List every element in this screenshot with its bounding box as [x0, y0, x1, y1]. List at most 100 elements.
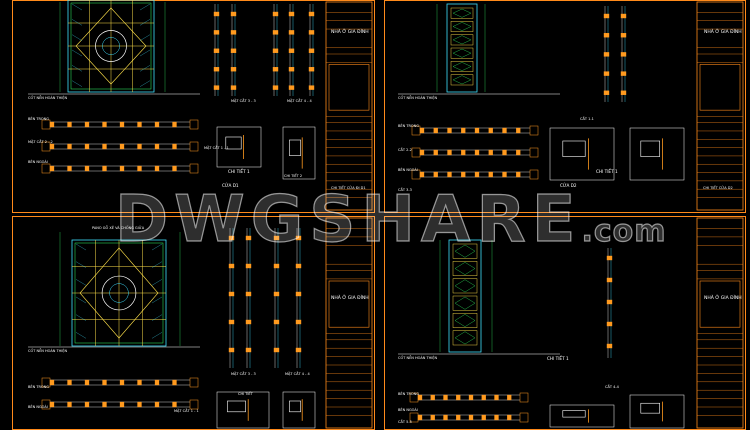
strip-block — [172, 401, 177, 408]
strip-jamb — [41, 377, 51, 388]
label-chi-tiet-2: CHI TIẾT 2 — [284, 174, 303, 178]
title-block — [325, 217, 373, 429]
strip-block — [502, 149, 507, 156]
section-block — [295, 347, 302, 353]
detail-profile — [640, 140, 660, 157]
section-block — [228, 347, 235, 353]
strip-block — [461, 127, 466, 134]
strip-block — [137, 165, 142, 172]
door-panel — [452, 278, 478, 294]
section-block — [228, 319, 235, 325]
strip-block — [447, 127, 452, 134]
strip-block — [154, 401, 160, 408]
hatch — [151, 314, 163, 321]
titleblock-owner: NHÀ Ở GIA ĐÌNH — [331, 296, 369, 301]
detail-profile — [640, 402, 660, 414]
strip-block — [481, 414, 486, 421]
strip-jamb — [189, 163, 199, 174]
strip-block — [137, 379, 142, 386]
detail-box — [282, 391, 316, 429]
strip-jamb — [409, 392, 419, 403]
door-ring — [95, 30, 127, 62]
label-chi-tiet: CHI TIẾT 1 — [547, 356, 569, 361]
section-block — [295, 291, 302, 297]
strip-jamb — [529, 125, 539, 136]
hatch — [75, 296, 87, 304]
section-block — [230, 66, 237, 72]
section-block — [245, 235, 252, 241]
label-chi-tiet: CHI TIẾT 1 — [596, 169, 618, 174]
sheet-frame-top-left — [12, 0, 375, 213]
strip-block — [516, 171, 521, 178]
title-block-panel — [328, 280, 370, 328]
panel-diamond — [454, 279, 476, 293]
hatch — [75, 279, 87, 286]
label-section-a: MẶT CẮT 3 - 3 — [231, 372, 256, 376]
hatch — [75, 243, 87, 251]
section-block — [295, 319, 302, 325]
section-block — [606, 277, 613, 283]
door-elevation-bottom-right — [448, 239, 482, 353]
door-panel — [450, 21, 474, 32]
strip-block — [443, 394, 448, 401]
door-panel — [452, 243, 478, 259]
strip-block — [119, 401, 125, 408]
section-block — [272, 30, 279, 35]
strip-block — [102, 165, 107, 172]
panel-diamond — [452, 35, 472, 45]
door-panel — [450, 34, 474, 46]
hatch — [71, 65, 83, 72]
strip-block — [67, 401, 72, 408]
panel-diamond — [454, 244, 476, 258]
strip-block — [468, 394, 474, 401]
strip-jamb — [519, 392, 529, 403]
titleblock-owner: NHÀ Ở GIA ĐÌNH — [331, 30, 369, 35]
label-chi-tiet: CHI TIẾT — [238, 392, 253, 396]
panel-diamond — [452, 22, 472, 31]
door-panel — [452, 261, 478, 276]
detail-profile — [289, 400, 301, 413]
label-cua-title: CỬA D1 — [222, 183, 239, 188]
strip-block — [49, 401, 55, 408]
strip-jamb — [41, 141, 51, 152]
hatch — [71, 80, 83, 87]
strip-block — [494, 414, 499, 421]
label-ben-ngoai: BÊN NGOÀI — [398, 168, 418, 172]
section-block — [606, 321, 613, 327]
strip-jamb — [41, 163, 51, 174]
strip-block — [154, 165, 160, 172]
label-mat-cat-1: MẶT CẮT 1 - 1 — [204, 146, 229, 150]
strip-block — [102, 379, 107, 386]
strip-jamb — [189, 399, 199, 410]
label-cos-nen: CỐT NỀN HOÀN THIỆN — [398, 356, 438, 360]
door-ring-inner — [109, 283, 129, 303]
strip-jamb — [189, 119, 199, 130]
detail-profile — [562, 410, 586, 418]
detail-box — [549, 404, 615, 428]
strip-block — [67, 143, 72, 150]
strip-block — [419, 149, 425, 156]
titleblock-detail: CHI TIẾT CỬA D2 — [703, 186, 733, 190]
section-block — [213, 85, 220, 90]
section-block — [245, 263, 252, 269]
door-elevation-top-right — [446, 3, 478, 93]
hatch — [151, 332, 163, 339]
strip-block — [67, 379, 72, 386]
strip-block — [172, 143, 177, 150]
strip-block — [84, 143, 90, 150]
section-block — [308, 30, 315, 35]
strip-block — [430, 394, 435, 401]
section-block — [245, 347, 252, 353]
section-block — [213, 11, 220, 17]
strip-jamb — [41, 119, 51, 130]
door-panel — [450, 47, 474, 59]
section-block — [606, 255, 613, 261]
section-block — [308, 66, 315, 72]
strip-block — [456, 394, 461, 401]
strip-block — [137, 143, 142, 150]
label-ben-trong: BÊN TRONG — [28, 385, 49, 389]
strip-block — [49, 379, 55, 386]
detail-box — [216, 391, 270, 429]
hatch — [71, 19, 83, 26]
section-block — [288, 66, 295, 72]
